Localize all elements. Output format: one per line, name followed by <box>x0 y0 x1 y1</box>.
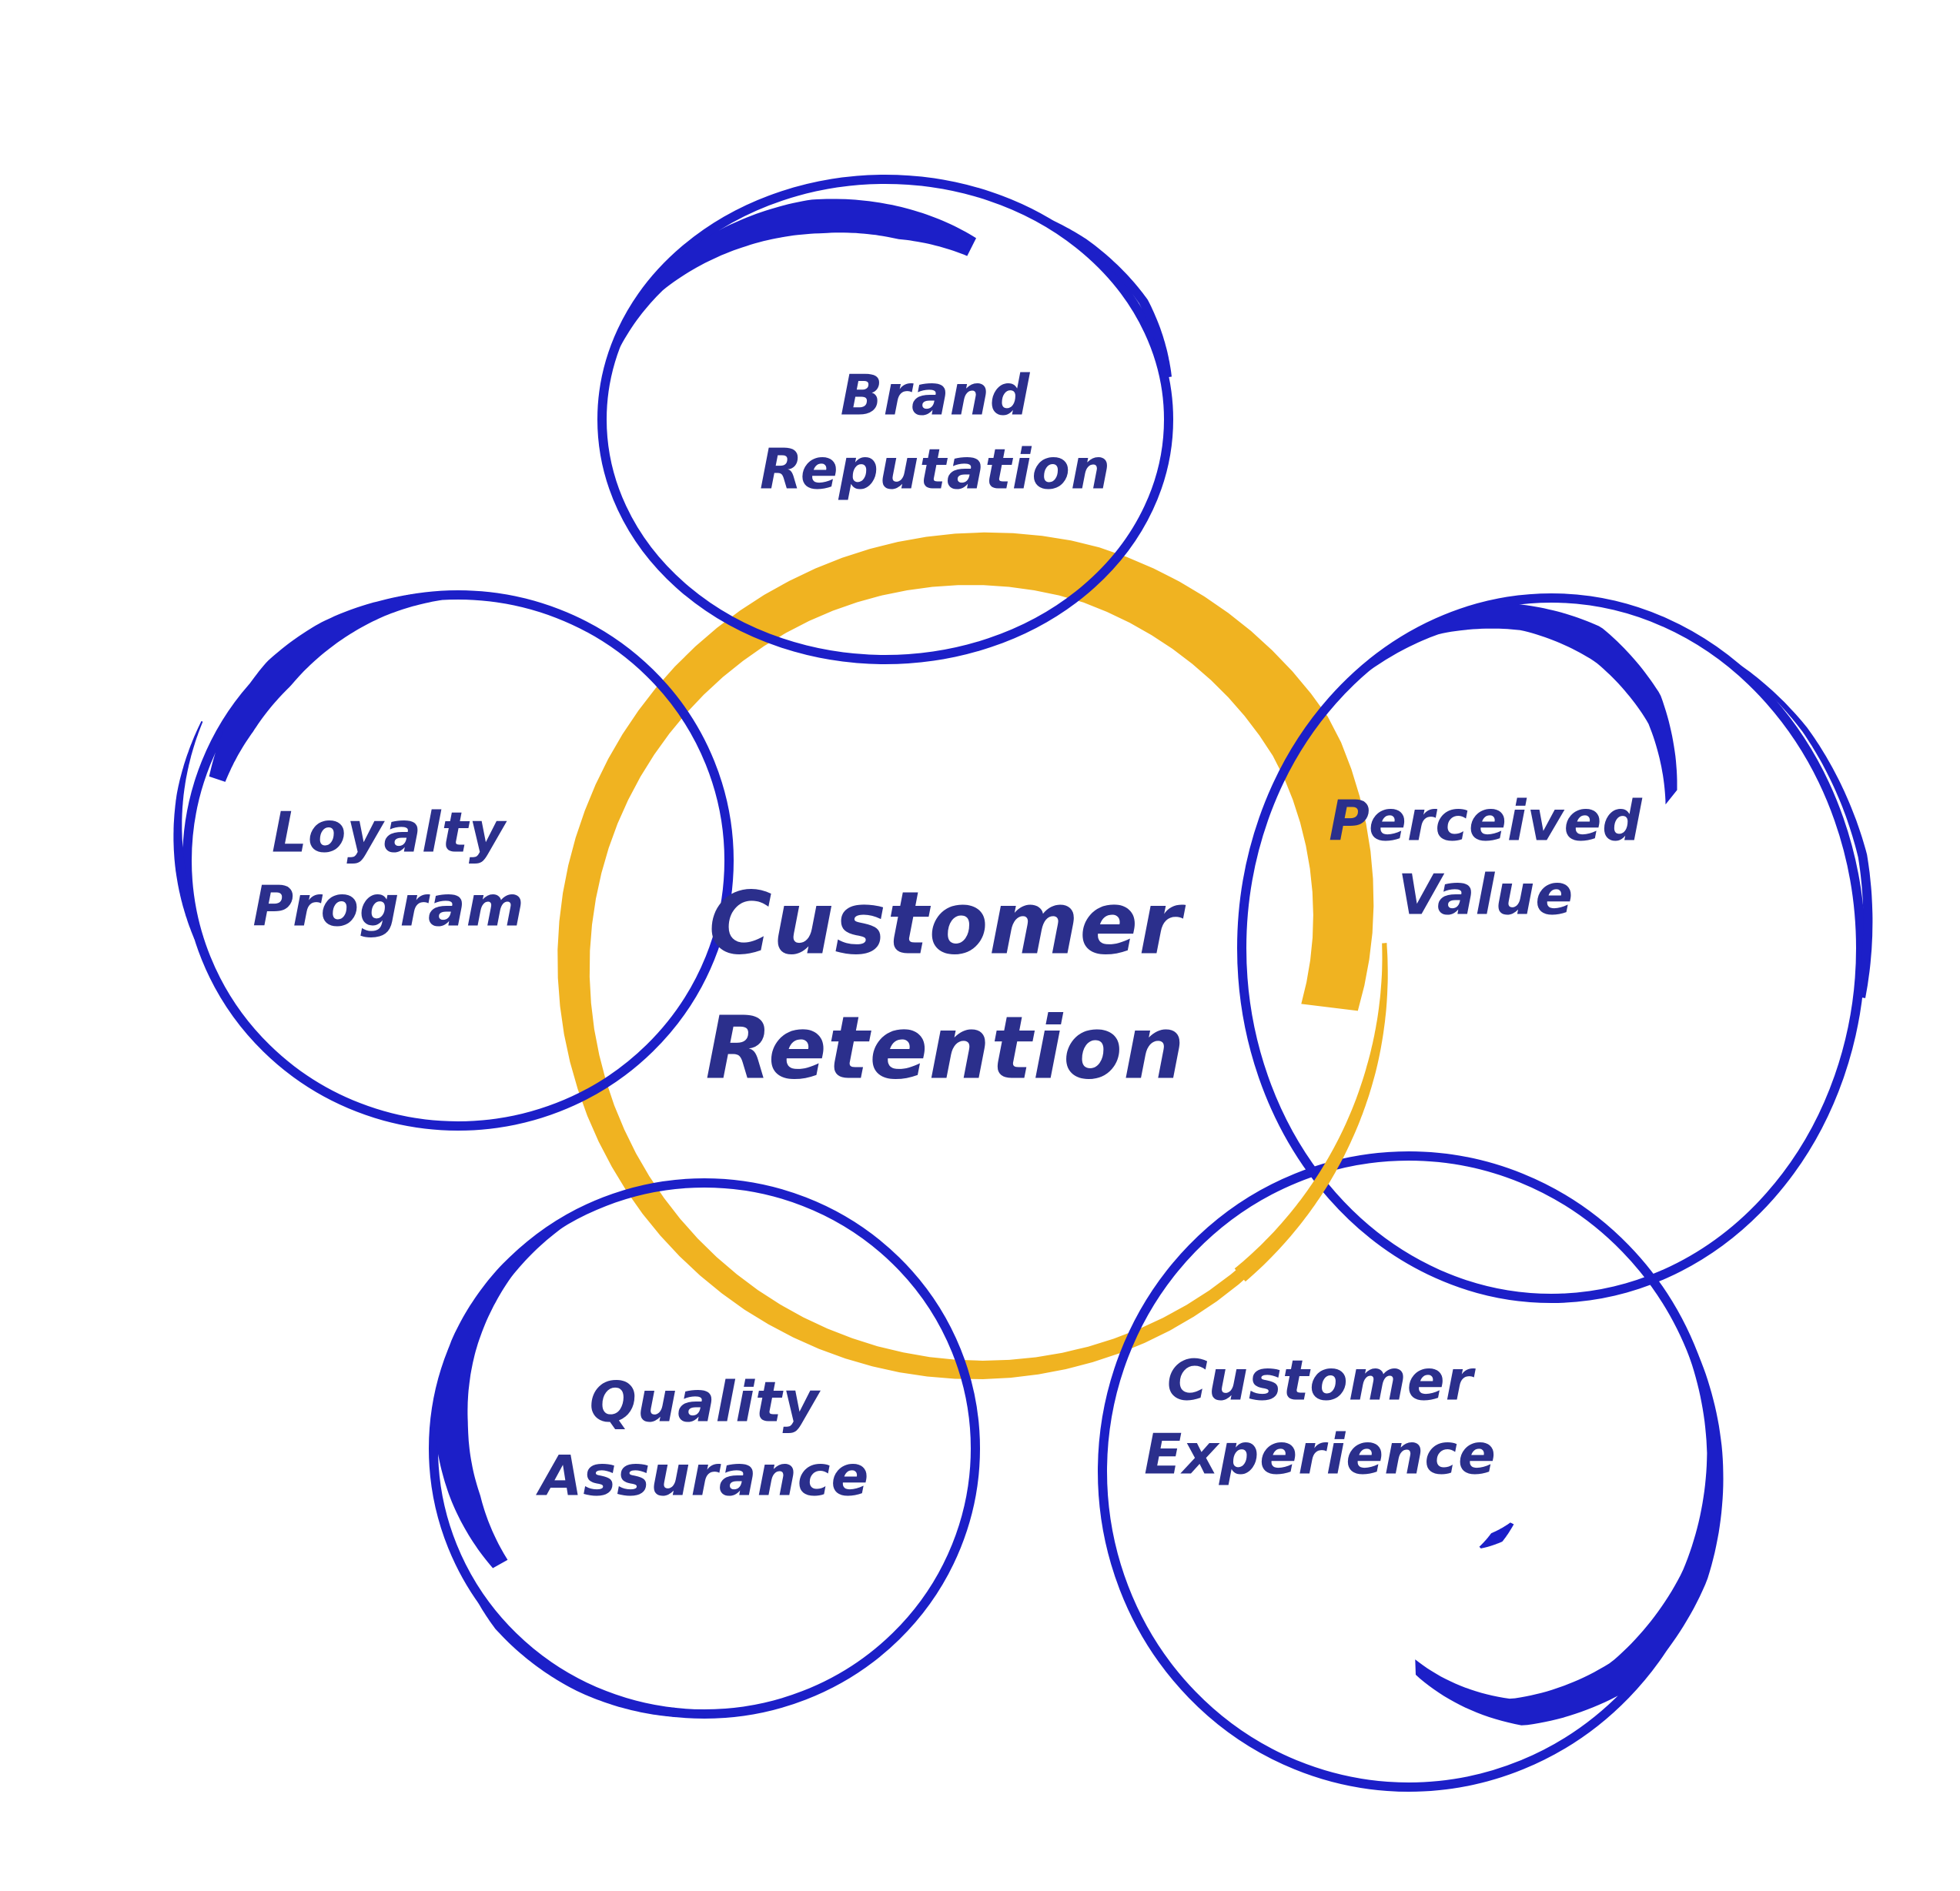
node-label-line: Assurance <box>539 1443 870 1508</box>
node-label-line: Perceived <box>1329 788 1643 854</box>
center-title-line1: Customer <box>708 874 1182 974</box>
perceived-value-circle <box>1237 593 1873 1303</box>
customer-experience-circle <box>1098 1151 1724 1792</box>
node-label-line: Program <box>253 874 525 938</box>
node-label-line: Quality <box>589 1369 820 1435</box>
node-label-line: Value <box>1397 862 1574 927</box>
node-label-line: Reputation <box>759 436 1112 501</box>
retention-ring-tail <box>1234 943 1388 1282</box>
node-label-quality-assurance: Quality Assurance <box>540 1365 870 1513</box>
brand-reputation-circle <box>597 175 1173 664</box>
center-title-line2: Retention <box>705 999 1186 1099</box>
node-label-line: Experience <box>1144 1422 1497 1486</box>
loyalty-program-circle <box>173 590 734 1131</box>
node-label-line: Customer <box>1166 1348 1474 1413</box>
node-label-line: Brand <box>840 362 1031 428</box>
center-title: Customer Retention <box>705 862 1185 1112</box>
node-label-customer-experience: Customer Experience <box>1144 1344 1497 1492</box>
quality-assurance-circle <box>429 1178 980 1719</box>
node-label-brand-reputation: Brand Reputation <box>760 359 1111 506</box>
node-label-loyalty-program: Loyalty Program <box>253 796 524 944</box>
node-label-perceived-value: Perceived Value <box>1329 784 1643 932</box>
node-label-line: Loyalty <box>272 800 506 865</box>
